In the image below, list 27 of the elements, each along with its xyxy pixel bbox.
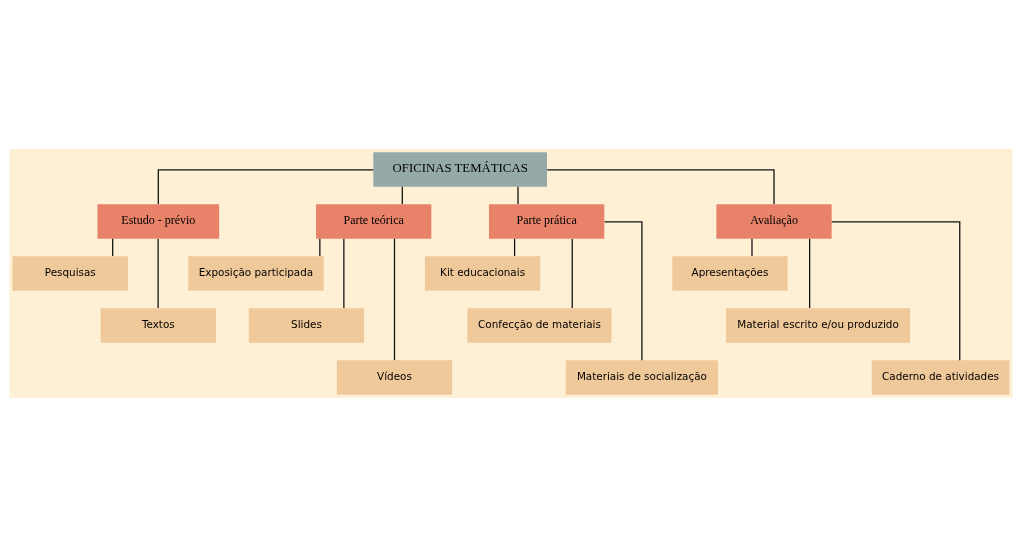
node-box: Confecção de materiais [467, 307, 612, 343]
node-box: Estudo - prévio [97, 203, 220, 239]
connector [546, 168, 775, 205]
node-box: Textos [100, 307, 216, 343]
connector [603, 220, 643, 361]
connector [393, 237, 396, 361]
node-box: Apresentações [672, 255, 788, 291]
connector [809, 237, 811, 309]
node-box: Material escrito e/ou produzido [725, 307, 911, 343]
node-box: Avaliação [716, 203, 832, 239]
connector [517, 185, 519, 205]
connector [751, 237, 753, 257]
connector [157, 168, 374, 205]
node-box: Exposição participada [188, 255, 324, 291]
connector [831, 220, 961, 361]
node-box: Parte teórica [316, 203, 432, 239]
node-box: Slides [248, 307, 365, 343]
node-box: Vídeos [336, 359, 453, 395]
node-box: Caderno de atividades [871, 359, 1010, 395]
node-box: Kit educacionais [424, 255, 541, 291]
node-box: OFICINAS TEMÁTICAS [373, 151, 548, 187]
node-box: Parte prática [489, 203, 605, 239]
connector [343, 237, 345, 309]
node-box: Materiais de socialização [565, 359, 718, 395]
connector [157, 237, 159, 309]
node-box: Pesquisas [12, 255, 128, 291]
connector [571, 237, 573, 309]
